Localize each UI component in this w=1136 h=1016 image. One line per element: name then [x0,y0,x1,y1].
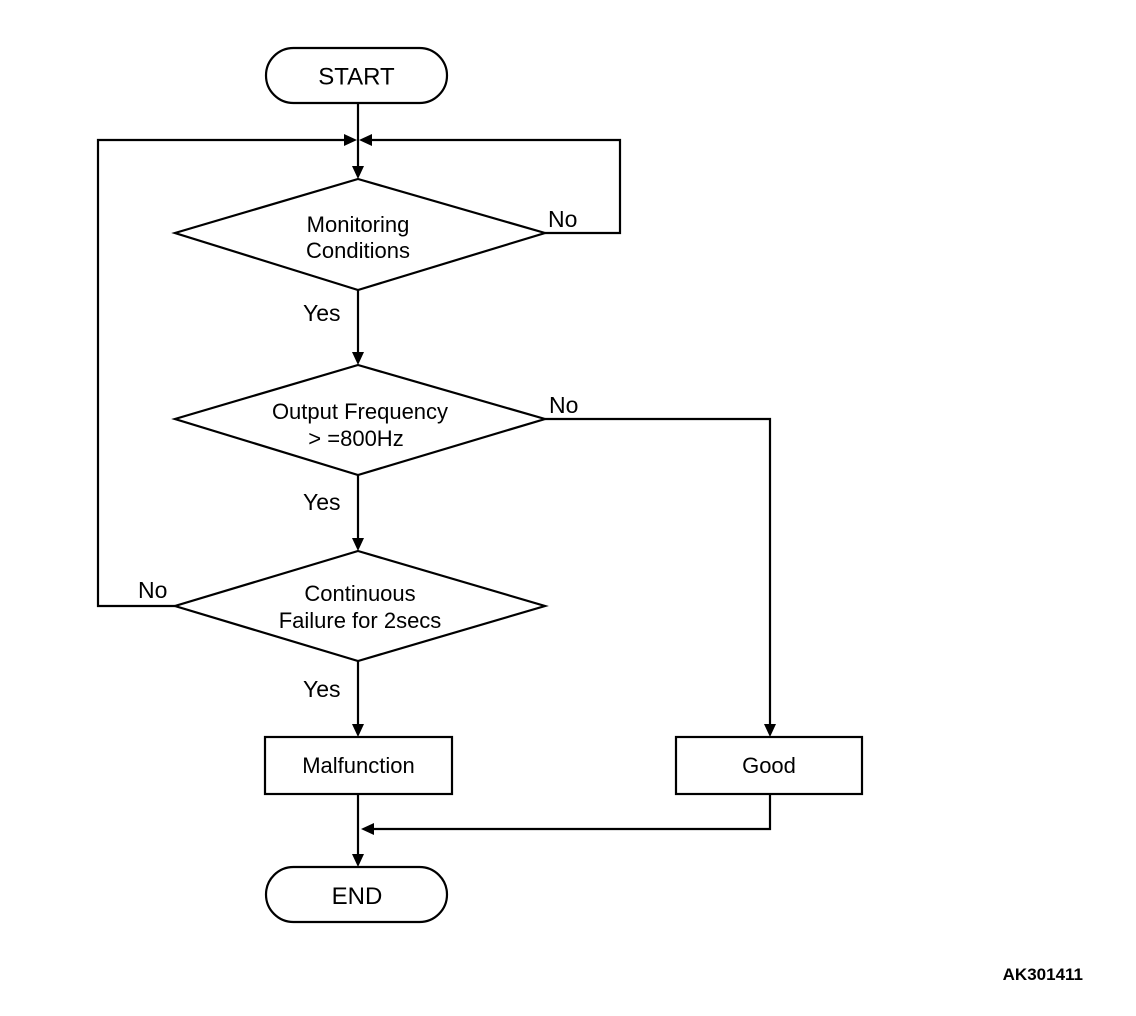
monitoring-yes-label: Yes [303,300,341,326]
arrowhead-into-frequency [352,352,364,365]
monitoring-no-label: No [548,206,577,232]
start-label: START [318,64,395,91]
decision-monitoring-line-2: Conditions [306,238,410,263]
end-label: END [332,883,383,910]
process-malfunction: Malfunction [263,735,454,796]
connector-continuous-no-loop [96,138,346,608]
decision-continuous-failure: Continuous Failure for 2secs [171,549,549,663]
decision-frequency-line-1: Output Frequency [272,399,448,424]
frequency-yes-label: Yes [303,489,341,515]
decision-continuous-line-2: Failure for 2secs [279,608,442,633]
decision-monitoring-line-1: Monitoring [307,212,410,237]
connector-good-to-end [372,794,772,831]
arrowhead-into-malfunction [352,724,364,737]
arrowhead-loop-from-left [344,134,357,146]
continuous-no-label: No [138,577,167,603]
frequency-no-label: No [549,392,578,418]
end-terminal: END [264,865,449,924]
arrowhead-merge-good [361,823,374,835]
arrowhead-into-end [352,854,364,867]
decision-monitoring-conditions: Monitoring Conditions [171,177,549,292]
decision-continuous-line-1: Continuous [304,581,415,606]
branch-labels: No Yes No Yes No Yes [138,206,578,702]
figure-id: AK301411 [1003,965,1083,984]
continuous-yes-label: Yes [303,676,341,702]
arrowhead-into-monitoring [352,166,364,179]
connectors [96,103,772,856]
process-good: Good [674,735,864,796]
decision-frequency-line-2: > =800Hz [308,426,403,451]
process-good-label: Good [742,753,796,778]
connector-frequency-no-to-good [545,417,772,726]
start-terminal: START [264,46,449,105]
connector-monitoring-no-loop [370,138,622,235]
process-malfunction-label: Malfunction [302,753,415,778]
arrowhead-loop-from-right [359,134,372,146]
arrowhead-into-good [764,724,776,737]
arrowhead-into-continuous [352,538,364,551]
arrowheads [344,134,776,867]
decision-output-frequency: Output Frequency > =800Hz [171,363,549,477]
